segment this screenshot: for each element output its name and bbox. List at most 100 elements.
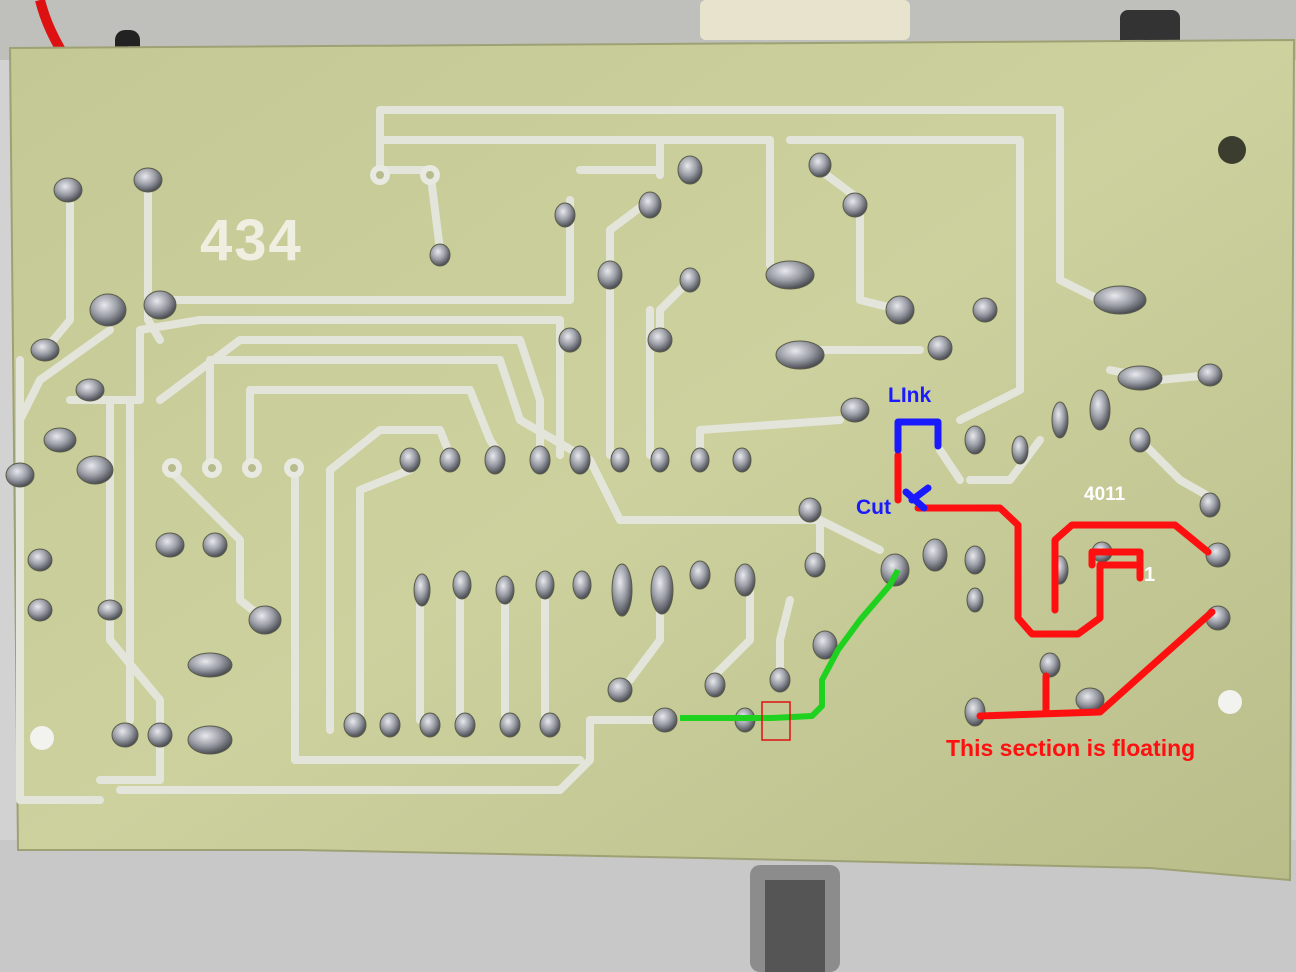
solder-pad bbox=[840, 397, 870, 423]
solder-pad bbox=[569, 445, 591, 475]
solder-pad bbox=[155, 532, 185, 558]
solder-pad bbox=[607, 677, 633, 703]
copper-trace bbox=[356, 466, 414, 724]
solder-pad bbox=[966, 587, 984, 613]
solder-pad bbox=[650, 447, 670, 473]
solder-pad bbox=[343, 712, 367, 738]
copper-trace bbox=[16, 326, 114, 424]
solder-pad bbox=[379, 712, 401, 738]
solder-pad bbox=[804, 552, 826, 578]
copper-trace bbox=[586, 456, 824, 564]
solder-pad bbox=[89, 293, 127, 327]
solder-pad bbox=[690, 447, 710, 473]
copper-trace bbox=[936, 446, 964, 484]
copper-trace bbox=[41, 186, 74, 354]
solder-pad bbox=[429, 243, 451, 267]
copper-trace bbox=[656, 136, 774, 269]
mounting-hole bbox=[1218, 690, 1242, 714]
solder-pad bbox=[808, 152, 832, 178]
solder-pad bbox=[1051, 401, 1069, 439]
copper-trace bbox=[966, 436, 1044, 484]
solder-pad bbox=[1199, 492, 1221, 518]
highlight-box bbox=[761, 701, 791, 741]
solder-pad bbox=[1129, 427, 1151, 453]
solder-pad bbox=[43, 427, 77, 453]
solder-pad bbox=[535, 570, 555, 600]
bottom-connector-body bbox=[765, 880, 825, 972]
solder-pad bbox=[248, 605, 282, 635]
blue-link-annotation bbox=[894, 418, 942, 512]
mounting-hole bbox=[30, 726, 54, 750]
solder-pad bbox=[554, 202, 576, 228]
solder-pad bbox=[495, 575, 515, 605]
pin-one-label: 1 bbox=[1144, 564, 1156, 586]
mounting-hole bbox=[1218, 136, 1246, 164]
solder-pad bbox=[1197, 363, 1223, 387]
solder-pad bbox=[202, 532, 228, 558]
solder-pad bbox=[1205, 542, 1231, 568]
solder-pad bbox=[30, 338, 60, 362]
copper-trace bbox=[376, 106, 1104, 304]
solder-pad bbox=[611, 563, 633, 617]
solder-pad bbox=[610, 447, 630, 473]
solder-pad bbox=[972, 297, 998, 323]
floating-note: This section is floating bbox=[946, 735, 1196, 761]
solder-pad bbox=[647, 327, 673, 353]
solder-pad bbox=[75, 378, 105, 402]
solder-pad bbox=[27, 548, 53, 572]
solder-pad bbox=[922, 538, 948, 572]
solder-pad bbox=[1117, 365, 1163, 391]
copper-trace bbox=[776, 596, 794, 684]
copper-trace bbox=[166, 466, 269, 624]
solder-pad bbox=[1089, 389, 1111, 431]
solder-pad bbox=[133, 167, 163, 193]
copper-traces bbox=[16, 106, 1219, 804]
copper-trace bbox=[786, 136, 1024, 424]
solder-pad bbox=[452, 570, 472, 600]
drill-hole bbox=[168, 464, 176, 472]
drill-holes bbox=[162, 165, 440, 478]
drill-hole bbox=[290, 464, 298, 472]
solder-pad bbox=[964, 425, 986, 455]
solder-pad bbox=[652, 707, 678, 733]
copper-trace bbox=[816, 166, 904, 314]
red-trace-annotation bbox=[894, 451, 1216, 720]
solder-pad bbox=[399, 447, 421, 473]
solder-pad bbox=[734, 563, 756, 597]
solder-pad bbox=[689, 560, 711, 590]
solder-pad bbox=[650, 565, 674, 615]
copper-trace bbox=[1136, 436, 1219, 504]
solder-pad bbox=[419, 712, 441, 738]
solder-pad bbox=[147, 722, 173, 748]
solder-pad bbox=[597, 260, 623, 290]
solder-pad bbox=[413, 573, 431, 607]
link-label: LInk bbox=[888, 384, 932, 407]
solder-pad bbox=[765, 260, 815, 290]
copper-trace bbox=[144, 176, 164, 344]
solder-pad bbox=[484, 445, 506, 475]
ic-part-label: 4011 bbox=[1084, 484, 1126, 505]
solder-pad bbox=[1093, 285, 1147, 315]
solder-pad bbox=[679, 267, 701, 293]
copper-trace bbox=[376, 136, 664, 179]
solder-pad bbox=[111, 722, 139, 748]
board-silkscreen-number: 434 bbox=[200, 208, 303, 273]
solder-pad bbox=[885, 295, 915, 325]
solder-pad bbox=[1039, 652, 1061, 678]
solder-pad bbox=[964, 697, 986, 727]
copper-trace bbox=[326, 426, 454, 734]
solder-pad bbox=[677, 155, 703, 185]
drill-hole bbox=[248, 464, 256, 472]
green-trace-annotation bbox=[680, 568, 901, 721]
solder-pad bbox=[439, 447, 461, 473]
copper-trace bbox=[16, 396, 104, 804]
solder-pad bbox=[27, 598, 53, 622]
copper-trace bbox=[696, 416, 844, 459]
solder-pad bbox=[187, 725, 233, 755]
copper-trace bbox=[606, 196, 654, 279]
solder-pad bbox=[812, 630, 838, 660]
cut-label: Cut bbox=[856, 496, 891, 519]
solder-pad bbox=[53, 177, 83, 203]
copper-trace bbox=[96, 396, 164, 784]
